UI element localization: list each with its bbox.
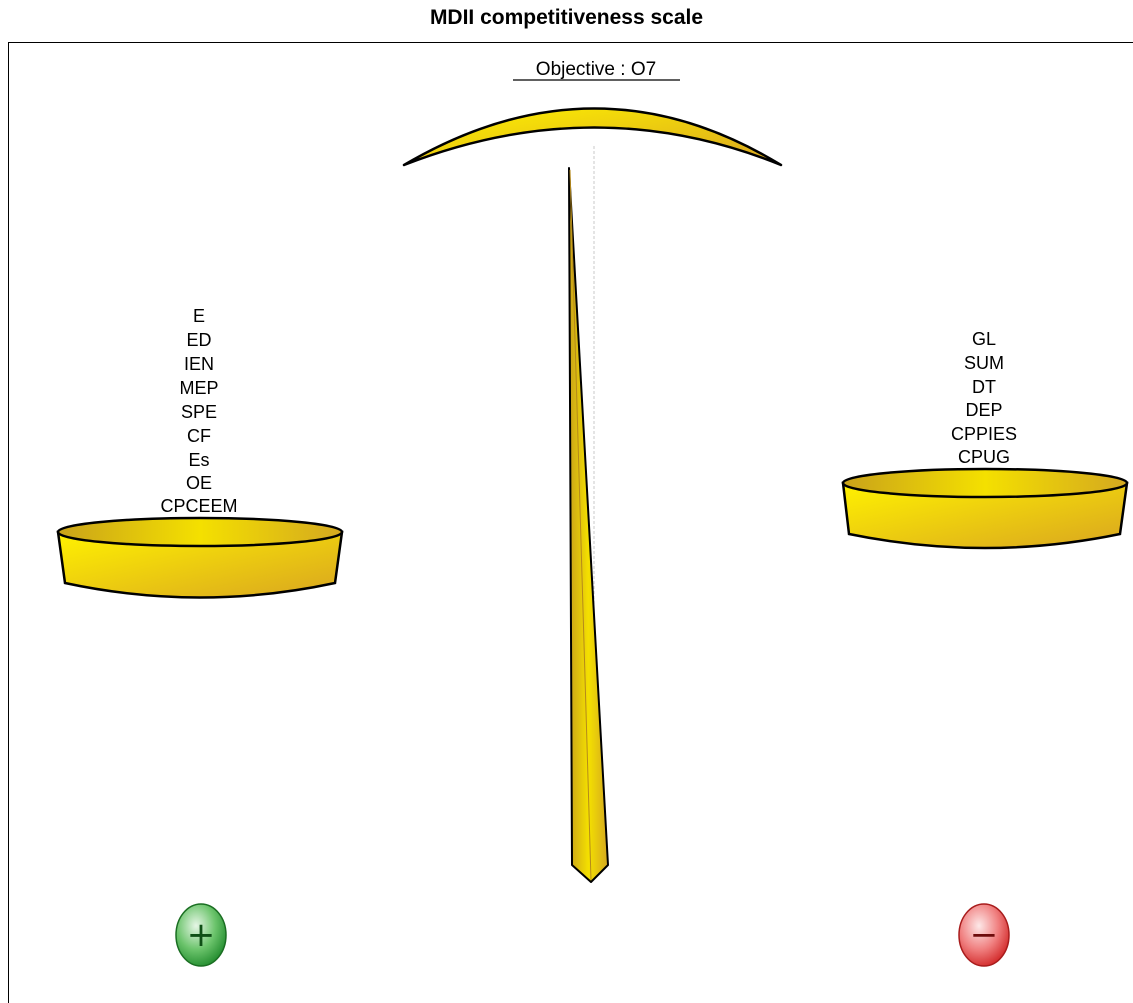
right-item: CPUG [958, 447, 1010, 467]
scale-needle [569, 168, 608, 882]
right-item: DT [972, 377, 996, 397]
plus-button[interactable]: + [176, 904, 226, 966]
left-item: E [193, 306, 205, 326]
right-pan [843, 469, 1127, 548]
left-item: ED [186, 330, 211, 350]
left-item: CF [187, 426, 211, 446]
objective-label: Objective : O7 [536, 59, 656, 80]
right-item: SUM [964, 353, 1004, 373]
right-item: DEP [965, 400, 1002, 420]
left-item: MEP [179, 378, 218, 398]
left-pan [58, 518, 342, 598]
right-item: GL [972, 329, 996, 349]
left-item: SPE [181, 402, 217, 422]
beam-arc [404, 109, 781, 166]
right-pan-labels: GL SUM DT DEP CPPIES CPUG [951, 329, 1017, 467]
minus-icon: − [970, 915, 999, 955]
left-item: CPCEEM [160, 496, 237, 516]
right-item: CPPIES [951, 424, 1017, 444]
left-item: IEN [184, 354, 214, 374]
left-item: Es [188, 450, 209, 470]
plus-icon: + [187, 915, 216, 955]
minus-button[interactable]: − [959, 904, 1009, 966]
left-pan-labels: E ED IEN MEP SPE CF Es OE CPCEEM [160, 306, 237, 516]
left-item: OE [186, 473, 212, 493]
